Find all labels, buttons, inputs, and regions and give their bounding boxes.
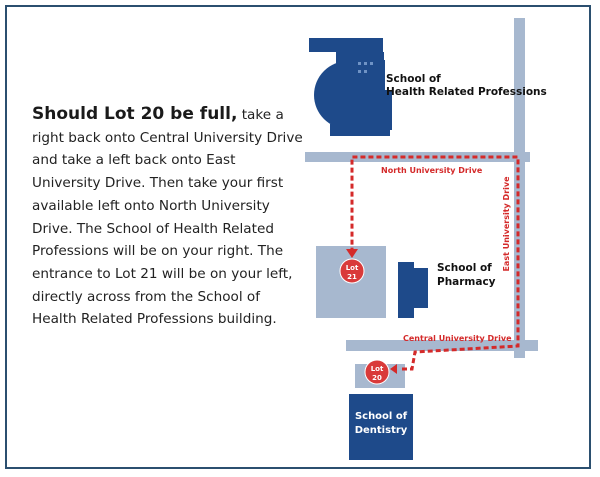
shrp-label-line1: School of bbox=[386, 73, 441, 85]
shrp-building-detail bbox=[358, 62, 373, 73]
lot-21-marker bbox=[339, 258, 365, 284]
pharmacy-label-line1: School of bbox=[437, 262, 492, 274]
pharmacy-building bbox=[398, 262, 428, 318]
route-arrow-lot20 bbox=[390, 364, 397, 374]
pharmacy-label-line2: Pharmacy bbox=[437, 276, 496, 288]
directions-text: Should Lot 20 be full, take a right back… bbox=[32, 103, 304, 331]
lot-20-marker bbox=[364, 359, 390, 385]
dentistry-label-line1: School of bbox=[355, 411, 408, 422]
route-path bbox=[350, 155, 520, 371]
north-university-drive-label: North University Drive bbox=[381, 166, 483, 175]
dentistry-label-line2: Dentistry bbox=[355, 425, 408, 436]
directions-lead: Should Lot 20 be full, bbox=[32, 104, 238, 124]
east-university-drive-label: East University Drive bbox=[502, 176, 511, 272]
lot-20-label-line2: 20 bbox=[372, 374, 382, 382]
lot-21-label-line2: 21 bbox=[347, 273, 357, 281]
lot-21-label-line1: Lot bbox=[346, 264, 359, 272]
shrp-building bbox=[309, 38, 392, 136]
central-university-drive-label: Central University Drive bbox=[403, 334, 512, 343]
map-frame bbox=[5, 5, 591, 469]
dentistry-building bbox=[349, 394, 413, 460]
route-arrow-lot21 bbox=[346, 249, 358, 258]
central-university-drive-road bbox=[346, 340, 538, 351]
shrp-label-line2: Health Related Professions bbox=[386, 86, 547, 98]
directions-body: take a right back onto Central Universit… bbox=[32, 107, 303, 328]
lot-20-label-line1: Lot bbox=[371, 365, 384, 373]
